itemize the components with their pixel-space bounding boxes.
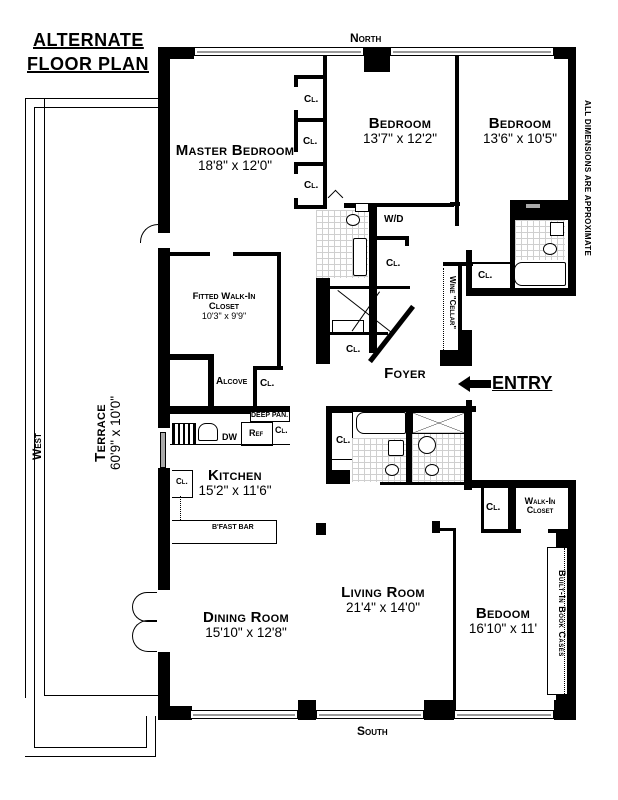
- shower-icon: [412, 412, 466, 434]
- room-dining-room: Dining Room 15'10" x 12'8": [203, 609, 289, 640]
- toilet-icon: [346, 214, 360, 226]
- window-south-2: [316, 710, 424, 719]
- terrace-edge-inner-left: [34, 107, 35, 747]
- column-north: [364, 47, 390, 72]
- bfast-bar-label: B'FAST BAR: [212, 524, 254, 531]
- closet-label: Cl.: [486, 502, 501, 513]
- arrow-left-icon: [458, 376, 470, 392]
- wall-west-mid: [158, 248, 170, 428]
- closet-label: Cl.: [303, 136, 318, 147]
- sink-icon: [550, 222, 564, 236]
- wd-label: W/D: [384, 214, 404, 225]
- compass-north: North: [350, 31, 382, 45]
- wall-foyer-west: [316, 278, 330, 364]
- bookcases: [547, 547, 568, 695]
- door-bath-master[interactable]: [327, 189, 344, 206]
- room-kitchen: Kitchen 15'2" x 11'6": [198, 467, 272, 498]
- room-terrace: Terrace 60'9" x 10'0": [92, 395, 123, 470]
- bathtub-icon: [514, 262, 566, 286]
- plan-title-line2: FLOOR PLAN: [27, 54, 149, 74]
- window-north-2: [390, 47, 554, 56]
- alcove-label: Alcove: [216, 376, 248, 387]
- sink-icon: [418, 436, 436, 454]
- bathtub-icon: [356, 412, 406, 434]
- wall-bedroom-divider: [455, 56, 459, 226]
- closet-label: Cl.: [336, 435, 351, 446]
- stove-icon: [172, 423, 196, 445]
- door-dining-terrace-1[interactable]: [132, 592, 157, 622]
- sink-icon: [388, 440, 404, 456]
- ref-label: Ref: [249, 428, 264, 438]
- toilet-icon: [425, 464, 439, 476]
- closet-label: Cl.: [346, 344, 361, 355]
- room-bedroom-ne: Bedroom 13'6" x 10'5": [482, 115, 558, 146]
- bath-ne-wall: [510, 200, 568, 220]
- window-south-3: [454, 710, 554, 719]
- column: [316, 523, 326, 535]
- window-south-1: [190, 710, 298, 719]
- wall-living-bedroom: [453, 528, 456, 710]
- bathtub-icon: [353, 238, 367, 276]
- compass-west: West: [30, 433, 44, 460]
- door-dining-terrace-2[interactable]: [132, 620, 157, 652]
- closet-label: Cl.: [386, 258, 401, 269]
- wall-nw-corner: [158, 47, 194, 59]
- closet-label: Cl.: [275, 425, 288, 435]
- room-walk-in-closet: Fitted Walk-In Closet 10'3" x 9'9": [192, 291, 256, 321]
- toilet-icon: [543, 243, 557, 255]
- plan-title-line1: ALTERNATE: [33, 30, 144, 50]
- closet-label: Cl.: [478, 270, 493, 281]
- breakfast-bar: [172, 520, 277, 544]
- disclaimer: ALL DIMENSIONS ARE APPROXIMATE: [583, 100, 592, 257]
- wall-east-lower: [568, 480, 576, 720]
- room-living-room: Living Room 21'4" x 14'0": [341, 584, 425, 615]
- closet-label: Cl.: [176, 477, 188, 486]
- column-south-1: [298, 700, 316, 720]
- entry-label: ENTRY: [492, 373, 553, 393]
- wall-kitchen-north: [166, 406, 290, 414]
- wall-west-bottom: [158, 652, 170, 718]
- wall-master-bedroom-east: [323, 56, 327, 208]
- kitchen-window: [160, 432, 166, 468]
- wine-cellar-label: Wine "Cellar": [448, 276, 457, 330]
- room-master-bedroom: Master Bedroom 18'8" x 12'0": [175, 142, 295, 173]
- dw-label: DW: [222, 432, 237, 442]
- closet-label: Cl.: [304, 180, 319, 191]
- closet-label: Cl.: [260, 378, 275, 389]
- deep-pantry-label: DEEP PAN.: [251, 412, 289, 419]
- sink-icon: [198, 423, 218, 441]
- compass-south: South: [357, 724, 388, 738]
- refrigerator: [241, 422, 273, 446]
- window-north-1: [194, 47, 364, 56]
- wall-sw-corner: [158, 706, 192, 720]
- bookcases-label: Built-In Book Cases: [557, 570, 567, 657]
- terrace-edge-outer-left: [25, 98, 26, 698]
- room-foyer: Foyer: [384, 365, 426, 382]
- closet-label: Cl.: [304, 94, 319, 105]
- wall-west-lower: [158, 468, 170, 590]
- column-south-2: [424, 700, 454, 720]
- terrace-edge-outer-bottom: [25, 756, 155, 757]
- wall-east-upper: [568, 47, 576, 295]
- terrace-edge-outer-top: [25, 98, 163, 99]
- wall-east-step: [466, 288, 576, 296]
- column: [432, 521, 440, 533]
- wall-hall-baths-north: [326, 406, 476, 412]
- toilet-icon: [385, 464, 399, 476]
- room-bedroom-north: Bedroom 13'7" x 12'2": [362, 115, 438, 146]
- room-walk-in-closet-se: Walk-In Closet: [524, 496, 556, 516]
- room-bedroom-se: Bedoom 16'10" x 11': [468, 605, 538, 636]
- wall-wd: [369, 203, 377, 353]
- wall-west-upper: [158, 47, 170, 233]
